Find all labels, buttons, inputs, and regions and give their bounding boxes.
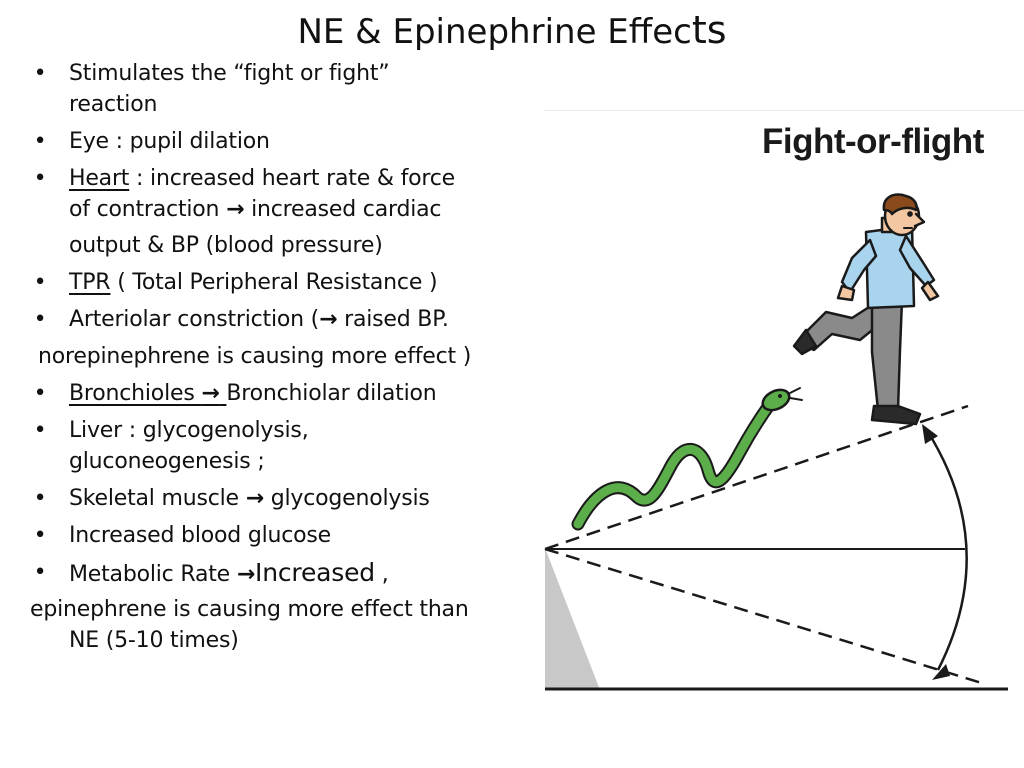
figure-title: Fight-or-flight (762, 122, 984, 161)
list-item: • Bronchioles → Bronchiolar dilation (30, 378, 530, 409)
bullet-icon: • (33, 270, 47, 295)
bullet-icon: • (33, 418, 47, 443)
list-item: • Skeletal muscle → glycogenolysis (30, 483, 530, 514)
arc-arrowhead-bottom (932, 664, 950, 680)
list-item: • Stimulates the “fight or fight” reacti… (30, 58, 530, 120)
arrow-icon: → (201, 381, 220, 406)
snake (571, 387, 803, 531)
bullet-icon: • (33, 129, 47, 154)
arrow-icon: → (319, 307, 338, 332)
bullet-icon: • (33, 523, 47, 548)
list-item: • Eye : pupil dilation (30, 126, 530, 157)
bullet-icon: • (33, 61, 47, 86)
bullet-icon: • (33, 166, 47, 191)
arrow-icon: → (226, 197, 245, 222)
bullet-icon: • (33, 560, 47, 585)
list-item: • Liver : glycogenolysis, gluconeogenesi… (30, 415, 530, 477)
bronchioles-label: Bronchioles → (69, 381, 220, 406)
bullet-icon: • (33, 307, 47, 332)
list-item: • Arteriolar constriction (→ raised BP. (30, 304, 530, 335)
continuation-text: norepinephrene is causing more effect ) (38, 344, 472, 369)
bullet-list: • Stimulates the “fight or fight” reacti… (30, 58, 530, 656)
tpr-label: TPR (69, 270, 111, 295)
lower-dashed-line (544, 547, 986, 686)
list-item: • TPR ( Total Peripheral Resistance ) (30, 267, 530, 298)
upper-dashed-line (544, 404, 969, 551)
list-item: • Metabolic Rate →Increased , (30, 557, 530, 590)
list-item: • Increased blood glucose (30, 520, 530, 551)
slide-title: NE & Epinephrine Effects (297, 8, 727, 52)
continuation-text: epinephrene is causing more effect than … (30, 597, 469, 653)
ground-wedge (545, 548, 600, 690)
heart-label: Heart (69, 166, 130, 191)
arc-arrowhead-top (922, 424, 938, 444)
list-item: • Heart : increased heart rate & force o… (30, 163, 530, 261)
running-man (792, 193, 940, 426)
bullet-icon: • (33, 381, 47, 406)
bullet-icon: • (33, 486, 47, 511)
arrow-icon: → (236, 562, 256, 587)
angle-arc (926, 431, 968, 671)
arrow-icon: → (245, 486, 264, 511)
